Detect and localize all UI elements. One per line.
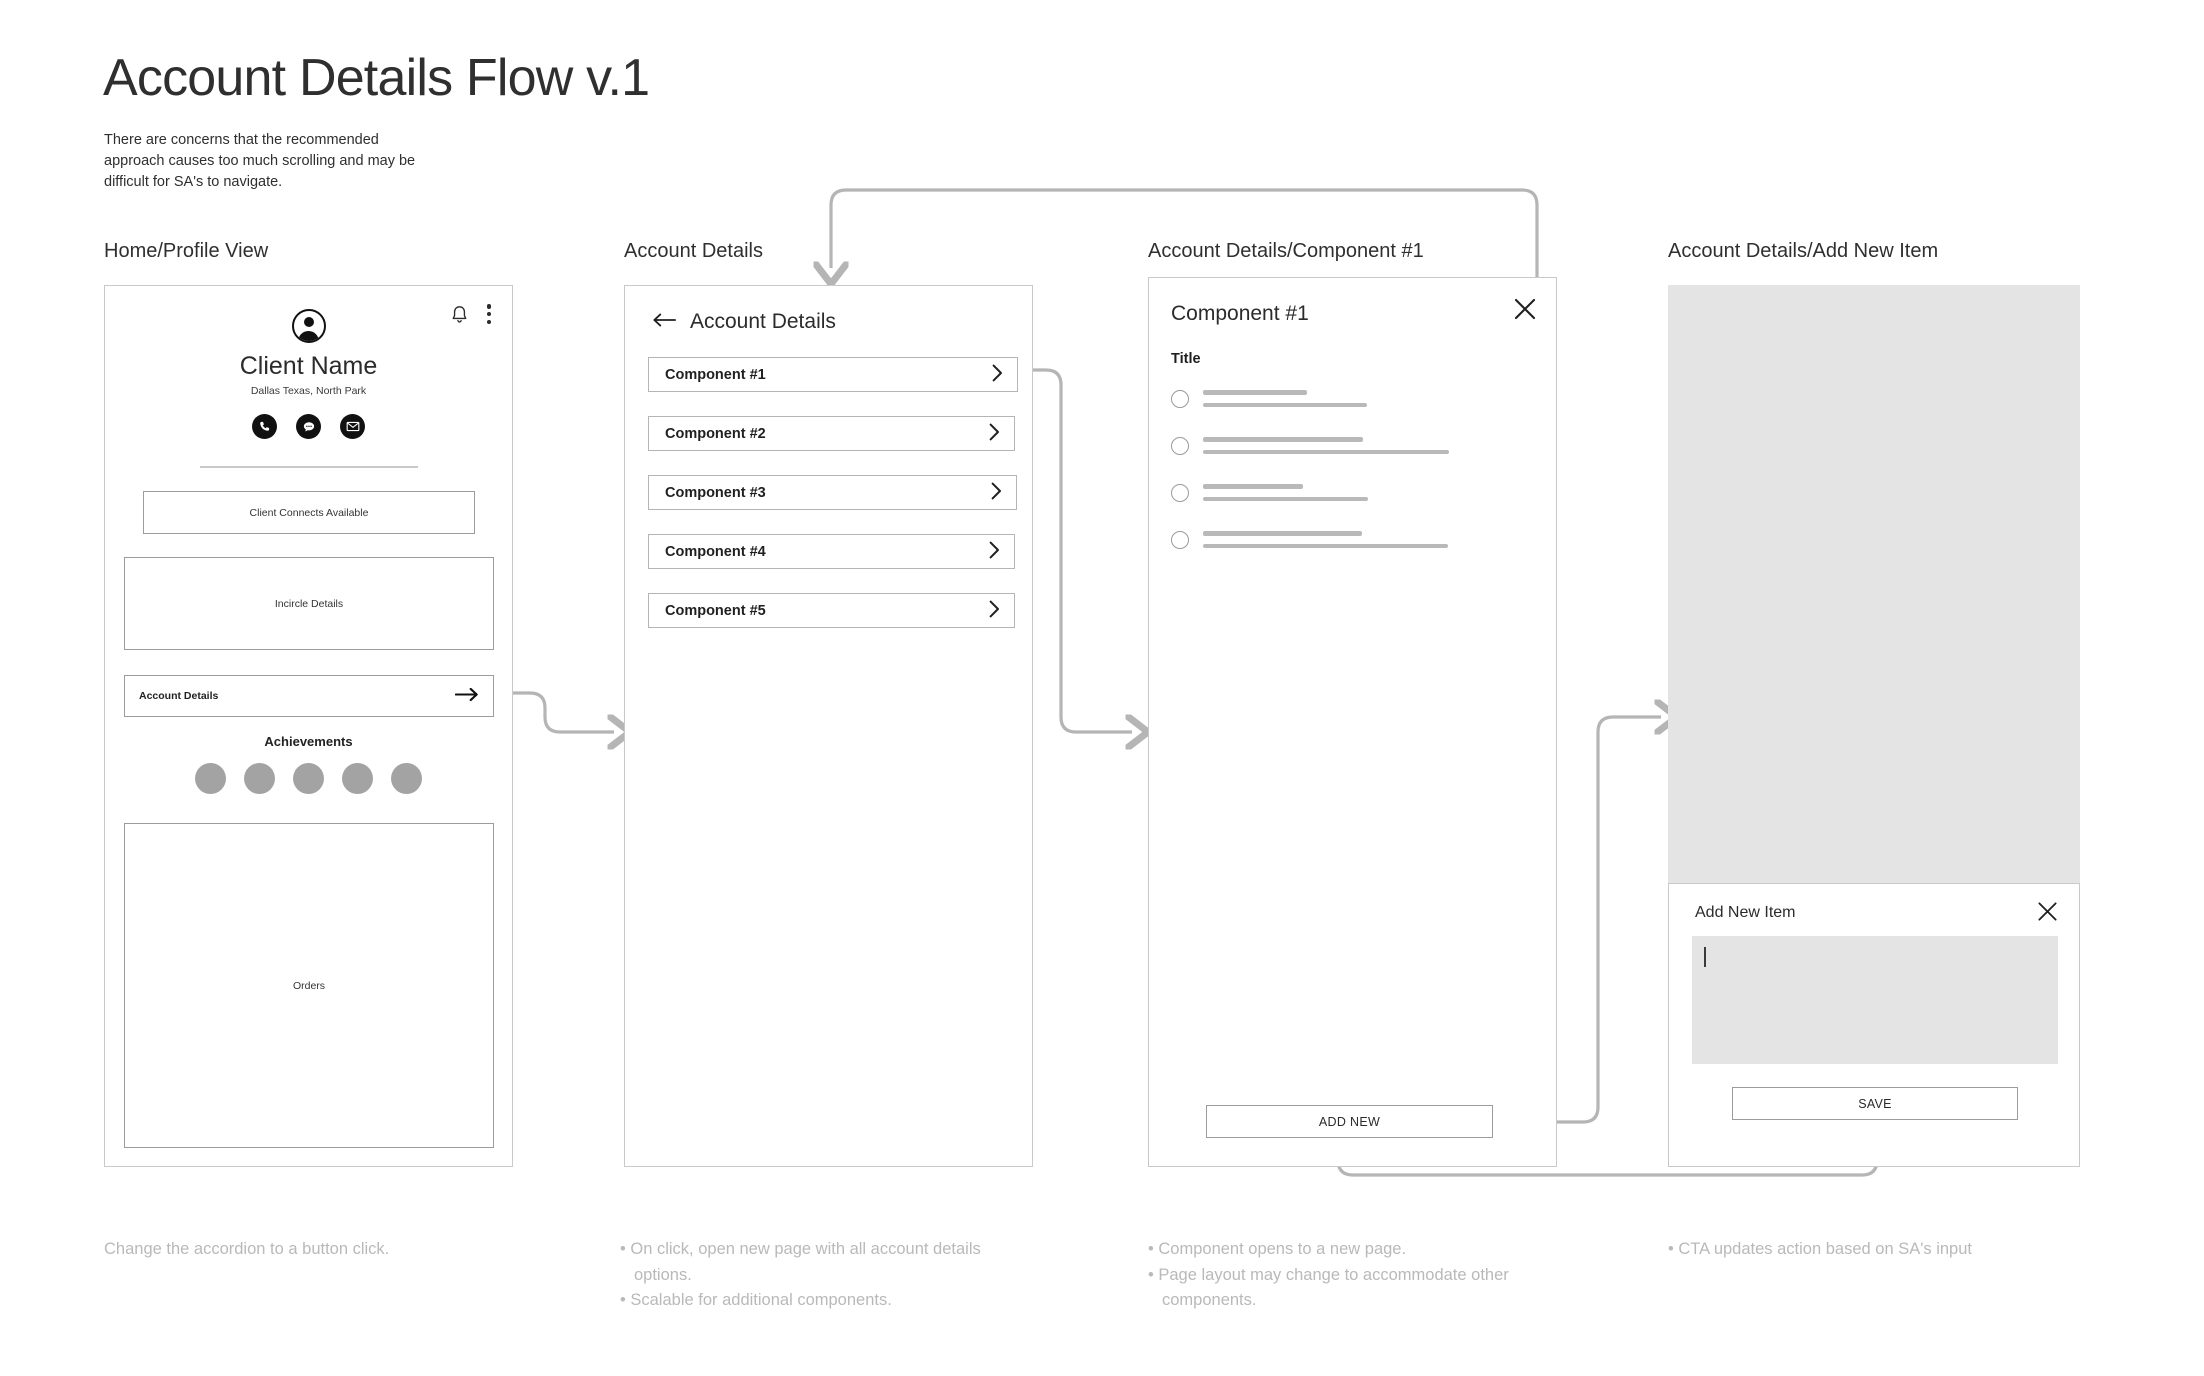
account-details-label: Account Details	[139, 690, 219, 702]
chevron-right-icon	[992, 364, 1003, 386]
contact-actions	[105, 414, 512, 439]
screen-account-details: Account Details Component #1 Component #…	[624, 285, 1033, 1167]
radio-icon[interactable]	[1171, 390, 1189, 408]
screen-component-detail: Component #1 Title	[1148, 277, 1557, 1167]
option-row[interactable]	[1171, 529, 1448, 549]
component-label: Component #3	[665, 484, 766, 501]
header-divider	[199, 466, 418, 468]
screen2-title: Account Details	[690, 310, 836, 333]
component-row-2[interactable]: Component #2	[648, 416, 1015, 451]
caption-component-detail: • Component opens to a new page. • Page …	[1148, 1240, 1509, 1310]
text-cursor	[1704, 947, 1706, 967]
close-icon[interactable]	[1512, 296, 1538, 322]
kebab-menu-icon[interactable]	[486, 304, 492, 324]
component-label: Component #5	[665, 602, 766, 619]
option-row[interactable]	[1171, 435, 1449, 455]
orders-label: Orders	[292, 979, 326, 992]
achievement-badge[interactable]	[293, 763, 324, 794]
option-row[interactable]	[1171, 482, 1368, 502]
account-details-header: Account Details	[652, 310, 836, 334]
caption-bullet: Page layout may change to accommodate ot…	[1158, 1265, 1509, 1310]
chat-icon[interactable]	[296, 414, 321, 439]
caption-add-new-item: • CTA updates action based on SA's input	[1668, 1240, 1972, 1258]
radio-icon[interactable]	[1171, 484, 1189, 502]
component-row-1[interactable]: Component #1	[648, 357, 1018, 392]
incircle-details-label: Incircle Details	[274, 597, 344, 610]
option-row[interactable]	[1171, 388, 1367, 408]
chevron-right-icon	[989, 600, 1000, 622]
component-row-5[interactable]: Component #5	[648, 593, 1015, 628]
arrow-left-icon[interactable]	[652, 312, 676, 333]
achievement-badge[interactable]	[342, 763, 373, 794]
client-location: Dallas Texas, North Park	[250, 385, 367, 397]
screen-add-new-modal: Add New Item SAVE	[1668, 883, 2080, 1167]
phone-icon[interactable]	[252, 414, 277, 439]
component-row-3[interactable]: Component #3	[648, 475, 1017, 510]
add-new-button[interactable]: ADD NEW	[1206, 1105, 1493, 1138]
screen-home-profile: Client Name Dallas Texas, North Park	[104, 285, 513, 1167]
screen-add-new-overlay	[1668, 285, 2080, 886]
achievements-title: Achievements	[264, 734, 353, 749]
component-detail-title: Component #1	[1171, 302, 1309, 325]
column-label-account-details: Account Details	[624, 240, 763, 262]
account-details-button[interactable]: Account Details	[124, 675, 494, 717]
arrow-right-icon	[454, 687, 479, 705]
column-label-component: Account Details/Component #1	[1148, 240, 1424, 262]
caption-home-profile: Change the accordion to a button click.	[104, 1240, 390, 1258]
component-label: Component #2	[665, 425, 766, 442]
page-title: Account Details Flow v.1	[103, 49, 650, 107]
option-placeholder-lines	[1203, 388, 1367, 407]
achievements-list	[105, 763, 512, 794]
incircle-details-card[interactable]: Incircle Details	[124, 557, 494, 650]
add-new-label: ADD NEW	[1318, 1114, 1381, 1129]
client-name: Client Name	[239, 352, 378, 380]
save-label: SAVE	[1858, 1096, 1892, 1111]
column-label-add-new-item: Account Details/Add New Item	[1668, 240, 1939, 262]
column-label-home-profile: Home/Profile View	[104, 240, 269, 262]
client-connects-label: Client Connects Available	[249, 506, 369, 519]
chevron-right-icon	[989, 423, 1000, 445]
avatar	[291, 309, 326, 343]
screen1-top-icons	[451, 304, 492, 324]
radio-icon[interactable]	[1171, 437, 1189, 455]
close-icon[interactable]	[2036, 900, 2059, 923]
page-subtitle: There are concerns that the recommended …	[104, 132, 416, 191]
add-new-item-input[interactable]	[1692, 936, 2058, 1064]
caption-bullet: On click, open new page with all account…	[630, 1240, 981, 1284]
component-row-4[interactable]: Component #4	[648, 534, 1015, 569]
option-placeholder-lines	[1203, 482, 1368, 501]
caption-bullet: Component opens to a new page.	[1158, 1240, 1407, 1258]
option-placeholder-lines	[1203, 529, 1448, 548]
chevron-right-icon	[989, 541, 1000, 563]
component-label: Component #4	[665, 543, 766, 560]
chevron-right-icon	[991, 482, 1002, 504]
add-new-item-title: Add New Item	[1695, 904, 1796, 921]
achievement-badge[interactable]	[391, 763, 422, 794]
caption-account-details: • On click, open new page with all accou…	[620, 1240, 981, 1310]
client-connects-card[interactable]: Client Connects Available	[143, 491, 475, 534]
section-label: Title	[1171, 351, 1201, 367]
orders-card[interactable]: Orders	[124, 823, 494, 1148]
bell-icon[interactable]	[451, 305, 468, 324]
email-icon[interactable]	[340, 414, 365, 439]
option-placeholder-lines	[1203, 435, 1449, 454]
component-label: Component #1	[665, 366, 766, 383]
caption-bullet: Scalable for additional components.	[630, 1291, 892, 1310]
save-button[interactable]: SAVE	[1732, 1087, 2018, 1120]
achievement-badge[interactable]	[244, 763, 275, 794]
achievement-badge[interactable]	[195, 763, 226, 794]
caption-bullet: CTA updates action based on SA's input	[1678, 1240, 1972, 1258]
radio-icon[interactable]	[1171, 531, 1189, 549]
